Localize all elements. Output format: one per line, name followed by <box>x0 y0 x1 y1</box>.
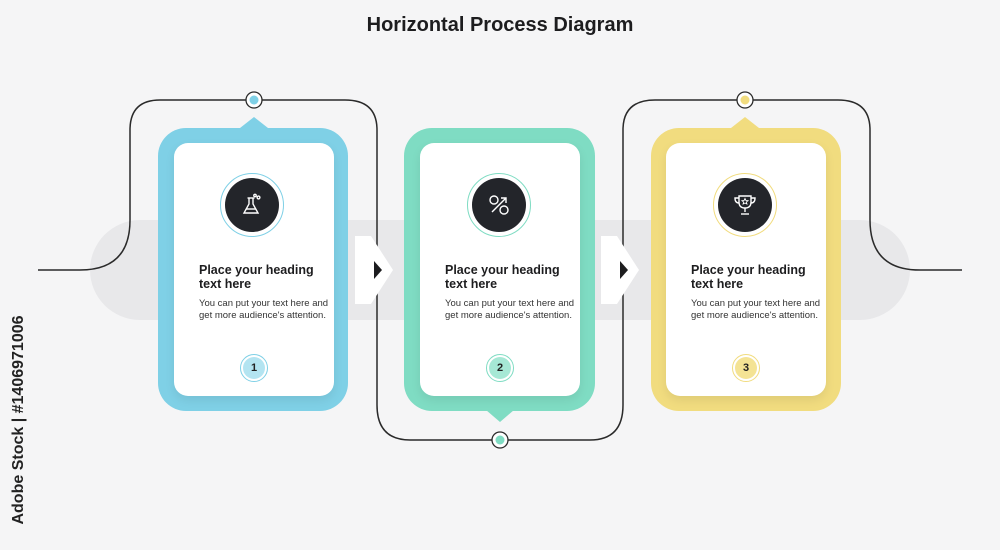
icon-ring-2 <box>467 173 531 237</box>
step-card-2: Place your heading text here You can put… <box>420 143 580 396</box>
number-ring-1 <box>240 354 268 382</box>
arrow-2-to-3 <box>601 236 639 304</box>
pointer-1 <box>240 117 268 128</box>
pointer-2 <box>486 410 514 422</box>
percent-icon <box>489 195 509 215</box>
step-card-3: Place your heading text here You can put… <box>666 143 826 396</box>
step-number-3: 3 <box>735 357 757 379</box>
step-body-2: You can put your text here and get more … <box>445 298 575 321</box>
step-heading-3: Place your heading text here <box>691 263 806 291</box>
icon-ring-1 <box>220 173 284 237</box>
step-heading-2: Place your heading text here <box>445 263 560 291</box>
node-bottom-2 <box>491 431 509 449</box>
number-ring-3 <box>732 354 760 382</box>
step-number-2: 2 <box>489 357 511 379</box>
icon-badge-1 <box>225 178 279 232</box>
number-ring-2 <box>486 354 514 382</box>
step-card-1: Place your heading text here You can put… <box>174 143 334 396</box>
icon-badge-2 <box>472 178 526 232</box>
node-top-3 <box>736 91 754 109</box>
icon-badge-3 <box>718 178 772 232</box>
flask-icon <box>242 193 261 214</box>
page-title: Horizontal Process Diagram <box>366 14 634 36</box>
watermark: Adobe Stock | #1406971006 <box>2 300 36 540</box>
step-number-1: 1 <box>243 357 265 379</box>
watermark-text: Adobe Stock | #1406971006 <box>10 315 27 525</box>
step-heading-1: Place your heading text here <box>199 263 314 291</box>
arrow-1-to-2 <box>355 236 393 304</box>
trophy-icon <box>734 195 756 215</box>
step-body-1: You can put your text here and get more … <box>199 298 329 321</box>
icon-ring-3 <box>713 173 777 237</box>
step-body-3: You can put your text here and get more … <box>691 298 821 321</box>
pointer-3 <box>731 117 759 128</box>
node-top-1 <box>245 91 263 109</box>
